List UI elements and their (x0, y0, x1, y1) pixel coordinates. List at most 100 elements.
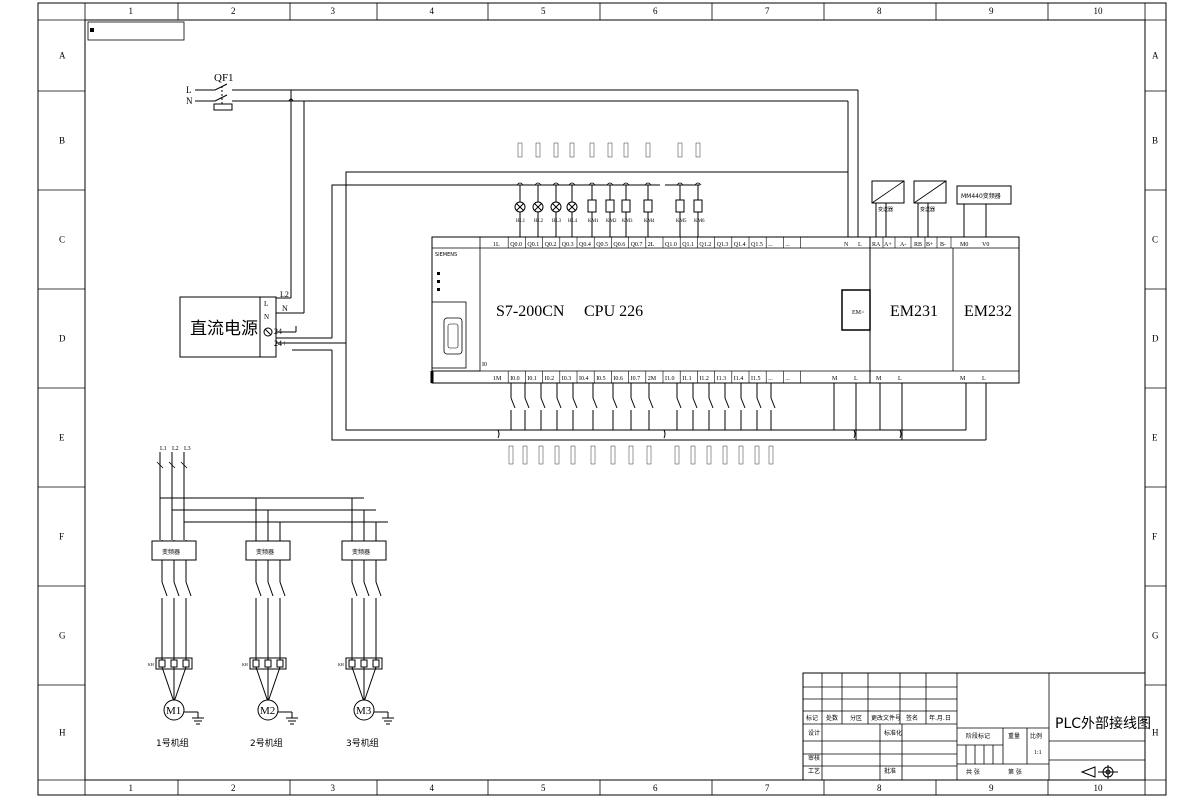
dc-terminal-l: L (264, 300, 268, 308)
ground-icon (374, 711, 394, 725)
lamp-icon (514, 201, 526, 213)
zone-column-10: 10 (1094, 6, 1104, 16)
zone-column-9: 9 (989, 6, 994, 16)
zone-column-3-bottom: 3 (331, 783, 336, 793)
input-terminal: I1.0 (665, 376, 675, 382)
output-terminal: 1L (493, 242, 500, 248)
thermal-label: KH (148, 662, 154, 667)
output-device-label: HL1 (516, 219, 526, 224)
device-tag-icon (517, 142, 523, 158)
projection-symbol-icon (1080, 765, 1118, 779)
output-power-terminal: L (858, 242, 862, 248)
zone-row-F-right: F (1152, 532, 1157, 542)
input-tag-icon (628, 445, 634, 465)
output-terminal: Q0.7 (631, 242, 643, 248)
output-device-label: KM4 (644, 219, 655, 224)
zone-column-8: 8 (877, 6, 882, 16)
svg-text:L3: L3 (184, 446, 191, 452)
line-label: L (186, 85, 192, 95)
outer-border (37, 2, 1167, 796)
plc-cpu: CPU 226 (584, 303, 643, 320)
zone-column-9-bottom: 9 (989, 783, 994, 793)
em232-label: EM232 (964, 303, 1012, 320)
output-terminal: Q0.2 (545, 242, 557, 248)
inverter-box: 变频器 (245, 540, 291, 561)
inverter-box: 变频器 (151, 540, 197, 561)
zone-row-D: D (59, 334, 66, 344)
device-tag-icon (695, 142, 701, 158)
lamp-icon (532, 201, 544, 213)
input-terminal: I1.4 (734, 376, 744, 382)
vfd-box: MM440变频器 (956, 185, 1012, 205)
device-tag-icon (623, 142, 629, 158)
input-tag-icon (722, 445, 728, 465)
zone-column-8-bottom: 8 (877, 783, 882, 793)
output-terminal: Q1.4 (734, 242, 746, 248)
output-device-label: KM2 (606, 219, 617, 224)
zone-row-D-right: D (1152, 334, 1159, 344)
output-device-label: KM6 (694, 219, 705, 224)
dc-supply-label: 直流电源 (190, 319, 258, 339)
drawing-title: PLC外部接线图 (1055, 715, 1151, 732)
motor-icon: M3 (353, 699, 375, 721)
input-tag-icon (674, 445, 680, 465)
em231-power-terminal: M (876, 376, 882, 382)
tb-scale: 比例 (1030, 732, 1042, 740)
output-terminal: ... (768, 242, 773, 248)
motor-unit-caption: 3号机组 (346, 737, 379, 749)
input-terminal: I1.2 (699, 376, 709, 382)
inverter-label: 变频器 (352, 548, 370, 556)
tb-weight: 重量 (1008, 732, 1020, 740)
svg-text:分区: 分区 (850, 714, 862, 722)
tb-process: 工艺 (808, 767, 820, 775)
tb-approve: 批准 (884, 767, 896, 775)
zone-column-4-bottom: 4 (430, 783, 435, 793)
common-rails (331, 171, 987, 441)
output-terminal: Q1.3 (717, 242, 729, 248)
output-terminal: Q1.1 (682, 242, 694, 248)
em232-terminal: M0 (960, 242, 968, 248)
input-terminal: I1.1 (682, 376, 692, 382)
svg-text:更改文件号: 更改文件号 (871, 714, 901, 722)
plc-port-label: I0 (482, 362, 487, 368)
input-tag-icon (738, 445, 744, 465)
input-tag-icon (646, 445, 652, 465)
coil-icon (621, 199, 631, 213)
coil-icon (605, 199, 615, 213)
input-terminal: ... (768, 376, 773, 382)
input-tag-icon (590, 445, 596, 465)
input-power-terminal: M (832, 376, 838, 382)
tb-standard: 标准化 (884, 729, 902, 737)
svg-text:年.月.日: 年.月.日 (929, 714, 951, 722)
zone-column-5-bottom: 5 (541, 783, 546, 793)
thermal-label: KH (242, 662, 248, 667)
zone-row-G-right: G (1152, 631, 1159, 641)
output-terminal: Q0.3 (562, 242, 574, 248)
zone-column-5: 5 (541, 6, 546, 16)
input-tag-icon (610, 445, 616, 465)
em231-terminal: RA (872, 242, 881, 248)
zone-column-2-bottom: 2 (231, 783, 236, 793)
zone-column-7-bottom: 7 (765, 783, 770, 793)
device-tag-icon (607, 142, 613, 158)
output-terminal: 2L (648, 242, 655, 248)
tb-sheet: 第 张 (1008, 768, 1022, 776)
device-tag-icon (589, 142, 595, 158)
output-terminal: Q0.0 (510, 242, 522, 248)
zone-row-E: E (59, 433, 65, 443)
zone-row-B: B (59, 136, 65, 146)
breaker-label: QF1 (214, 72, 234, 84)
title-block: PLC外部接线图 标记 处数 分区 更改文件号 签名 年.月.日 设计 标准化 … (802, 672, 1151, 781)
input-terminal: I0.7 (631, 376, 641, 382)
zone-column-10-bottom: 10 (1094, 783, 1104, 793)
input-terminal: I0.5 (596, 376, 606, 382)
output-device-label: HL4 (568, 219, 578, 224)
output-device-label: KM1 (588, 219, 599, 224)
